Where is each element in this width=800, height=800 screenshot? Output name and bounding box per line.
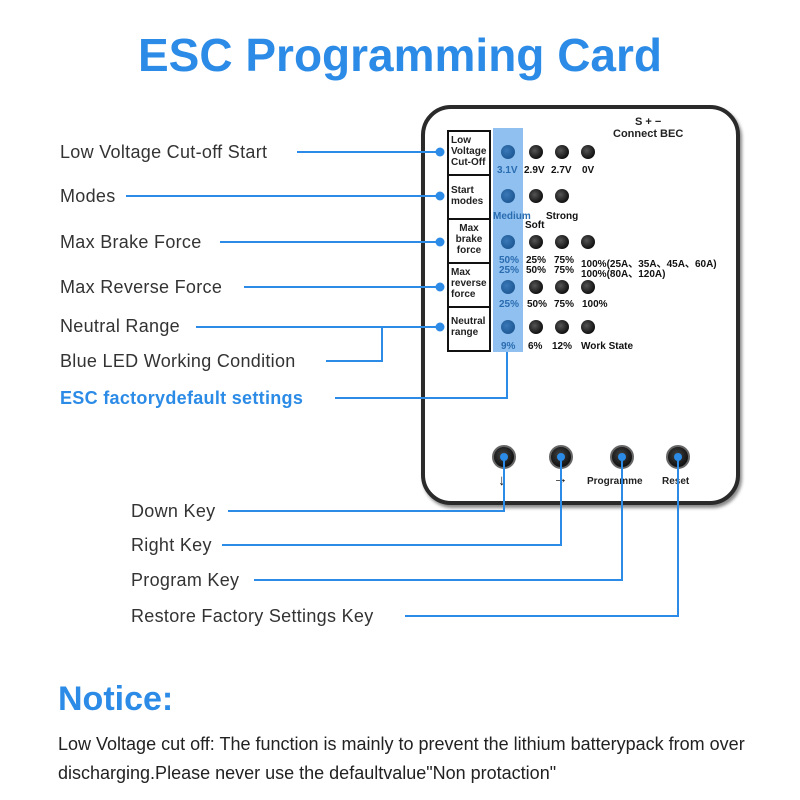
value: Medium: [493, 211, 531, 222]
connector-label: S + − Connect BEC: [613, 116, 683, 140]
value: Soft: [525, 220, 545, 231]
callout-max-reverse: Max Reverse Force: [60, 277, 223, 297]
value: Work State: [581, 341, 634, 352]
callout-max-brake: Max Brake Force: [60, 232, 202, 252]
value: 100%(25A、35A、45A、60A): [581, 259, 717, 270]
value: 6%: [528, 341, 543, 352]
value: 25%: [499, 265, 520, 276]
connector-pins: S + −: [634, 116, 662, 128]
callout-right-key: Right Key: [131, 535, 212, 555]
callout-low-voltage: Low Voltage Cut-off Start: [60, 142, 268, 162]
value: 25%: [499, 299, 520, 310]
callout-restore-key: Restore Factory Settings Key: [131, 606, 374, 626]
callout-down-key: Down Key: [131, 501, 216, 521]
row-label-neutral: Neutral range: [447, 306, 491, 352]
led-default: [501, 145, 515, 159]
value: 2.9V: [524, 165, 545, 176]
reset-label: Reset: [662, 476, 690, 487]
value: Strong: [546, 211, 579, 222]
row-label-low-voltage: Low Voltage Cut-Off: [447, 130, 491, 176]
led: [529, 235, 543, 249]
down-arrow-icon: ↓: [498, 472, 506, 489]
value: 12%: [552, 341, 573, 352]
page-title: ESC Programming Card: [138, 29, 662, 81]
value: 9%: [501, 341, 516, 352]
callout-factory-default: ESC factorydefault settings: [60, 388, 304, 408]
callout-program-key: Program Key: [131, 570, 240, 590]
value: 75%: [554, 255, 575, 266]
value: 2.7V: [551, 165, 572, 176]
row-label-start-modes: Start modes: [447, 174, 491, 220]
row-label-max-brake: Max brake force: [447, 218, 491, 264]
callout-blue-led: Blue LED Working Condition: [60, 351, 296, 371]
led: [581, 235, 595, 249]
led: [555, 235, 569, 249]
led: [555, 145, 569, 159]
led: [581, 320, 595, 334]
value: 75%: [554, 265, 575, 276]
callout-modes: Modes: [60, 186, 116, 206]
value: 25%: [526, 255, 547, 266]
led: [529, 320, 543, 334]
value: 50%: [526, 265, 547, 276]
led: [555, 280, 569, 294]
connector-text: Connect BEC: [613, 128, 684, 140]
programme-label: Programme: [587, 476, 643, 487]
led: [529, 145, 543, 159]
row-label-max-reverse: Max reverse force: [447, 262, 491, 308]
value: 100%: [582, 299, 608, 310]
led-default: [501, 320, 515, 334]
led: [529, 189, 543, 203]
value: 100%(80A、120A): [581, 269, 666, 280]
callout-neutral: Neutral Range: [60, 316, 180, 336]
led: [555, 189, 569, 203]
led: [581, 145, 595, 159]
led: [581, 280, 595, 294]
value: 0V: [582, 165, 595, 176]
led: [555, 320, 569, 334]
led-default: [501, 235, 515, 249]
led-default: [501, 189, 515, 203]
notice-text: Low Voltage cut off: The function is mai…: [58, 734, 745, 783]
led: [529, 280, 543, 294]
notice-heading: Notice:: [58, 680, 174, 718]
value: 3.1V: [497, 165, 518, 176]
value: 50%: [527, 299, 548, 310]
led-default: [501, 280, 515, 294]
value: 50%: [499, 255, 520, 266]
value: 75%: [554, 299, 575, 310]
